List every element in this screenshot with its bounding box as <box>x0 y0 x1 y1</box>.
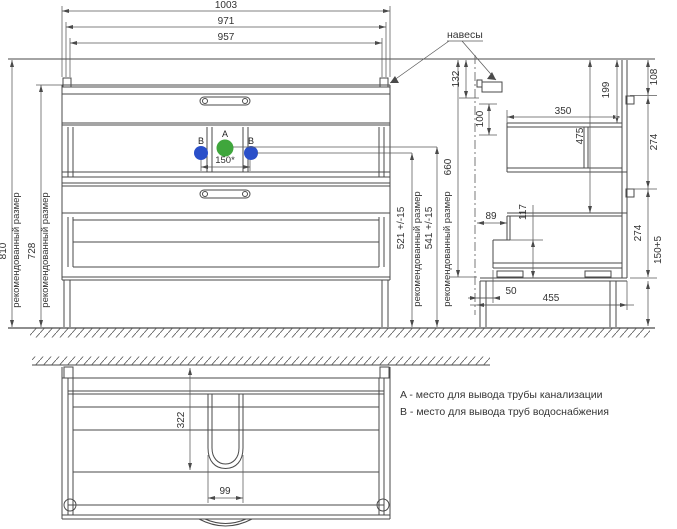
plan-foot-right <box>376 498 390 512</box>
dim-274-lower: 274 <box>633 224 644 241</box>
drawer-handle-top <box>199 96 251 106</box>
point-label-b-left: B <box>198 136 204 146</box>
front-cabinet-outline <box>61 77 391 327</box>
point-label-b-right: B <box>248 136 254 146</box>
callout-hangers: навесы <box>447 29 483 41</box>
dim-475: 475 <box>575 127 586 144</box>
side-cabinet-outline <box>476 60 635 327</box>
dim-322: 322 <box>176 411 187 428</box>
plan-foot-left <box>63 498 77 512</box>
dim-455: 455 <box>543 293 560 304</box>
note-recommended-541: рекомендованный размер <box>442 191 453 306</box>
arrowheads <box>10 9 650 500</box>
note-recommended-521: рекомендованный размер <box>412 191 423 306</box>
plan-wall-hatch <box>32 356 490 365</box>
dim-350: 350 <box>555 106 572 117</box>
dim-117: 117 <box>518 204 529 220</box>
legend-line-a: A - место для вывода трубы канализации <box>400 389 603 401</box>
extension-lines <box>36 6 657 503</box>
dim-width-inner: 957 <box>218 32 235 43</box>
front-view <box>61 77 391 327</box>
dim-108: 108 <box>649 68 660 85</box>
dim-50: 50 <box>505 286 517 297</box>
note-recommended-728: рекомендованный размер <box>40 192 51 307</box>
dim-100: 100 <box>475 110 486 127</box>
side-view <box>474 55 635 327</box>
dim-height-728: 728 <box>27 242 38 259</box>
legend: A - место для вывода трубы канализации B… <box>400 389 609 418</box>
dimensions: 1003 971 957 810 рекомендованный размер … <box>0 0 664 503</box>
drawer-handle-bottom <box>199 189 251 199</box>
point-label-a: A <box>222 129 228 139</box>
dim-b-spacing: 150* <box>215 155 235 166</box>
dim-132: 132 <box>451 70 462 87</box>
dim-width-outer: 1003 <box>215 0 238 11</box>
dim-height-810: 810 <box>0 242 9 259</box>
pipe-points: B A B <box>194 129 258 160</box>
drain-point <box>216 139 234 157</box>
plan-view <box>32 356 490 527</box>
water-point-right <box>244 146 258 160</box>
dim-89: 89 <box>485 211 497 222</box>
water-point-left <box>194 146 208 160</box>
ground-hatch <box>30 328 650 338</box>
dim-height-521: 521 +/-15 <box>396 206 407 249</box>
note-recommended-810: рекомендованный размер <box>11 192 22 307</box>
dim-height-660: 660 <box>443 158 454 175</box>
dim-274-upper: 274 <box>649 133 660 150</box>
dimension-lines <box>11 10 649 499</box>
legend-line-b: B - место для вывода труб водоснабжения <box>400 406 609 418</box>
dim-width-mid: 971 <box>218 16 235 27</box>
dim-99: 99 <box>219 486 231 497</box>
reference-lines <box>8 58 655 338</box>
dim-leg-150: 150+5 <box>653 236 664 265</box>
plan-cabinet-outline <box>61 366 391 527</box>
dim-height-541: 541 +/-15 <box>424 206 435 249</box>
dim-199: 199 <box>601 81 612 98</box>
